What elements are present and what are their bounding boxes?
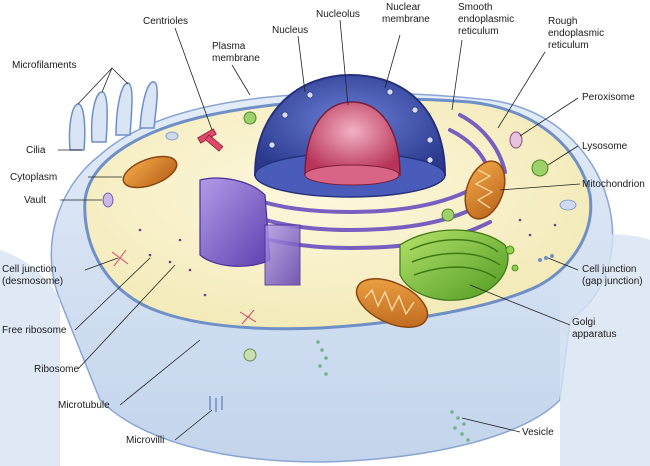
label-microtubule: Microtubule [58, 400, 110, 411]
mitochondrion-right [464, 160, 506, 220]
vesicle-cluster [316, 340, 470, 442]
centrioles-organelle [197, 128, 224, 152]
label-golgi-line1: Golgi [572, 317, 595, 328]
label-nucleus: Nucleus [272, 25, 308, 36]
label-microfilaments: Microfilaments [12, 60, 76, 71]
label-cilia: Cilia [26, 145, 46, 156]
nucleus [253, 73, 447, 198]
label-microvilli: Microvilli [126, 435, 164, 446]
label-lysosome: Lysosome [582, 141, 628, 152]
label-rough-er-line2: endoplasmic [548, 28, 604, 39]
label-cytoplasm: Cytoplasm [10, 172, 57, 183]
peroxisome-organelle [509, 131, 523, 149]
label-smooth-er-line1: Smooth [458, 2, 492, 13]
label-smooth-er-line2: endoplasmic [458, 14, 514, 25]
desmosome-junction [111, 249, 257, 325]
er-cutaway-block [199, 177, 301, 286]
label-rough-er-line3: reticulum [548, 40, 589, 51]
label-cell-junction-desmosome-line2: (desmosome) [2, 276, 63, 287]
vault-structures [102, 131, 577, 211]
free-ribosomes [138, 218, 557, 297]
lysosomes [243, 111, 549, 362]
label-ribosome: Ribosome [34, 364, 79, 375]
label-nucleolus: Nucleolus [316, 9, 360, 20]
label-plasma-membrane-line1: Plasma [212, 41, 246, 52]
label-free-ribosome: Free ribosome [2, 325, 67, 336]
mitochondrion-left [122, 155, 178, 189]
label-nuclear-membrane-line1: Nuclear [386, 2, 421, 13]
label-golgi-line2: apparatus [572, 329, 616, 340]
label-nuclear-membrane-line2: membrane [382, 14, 430, 25]
label-rough-er-line1: Rough [548, 16, 577, 27]
label-cell-junction-gap-line2: (gap junction) [582, 276, 643, 287]
label-centrioles: Centrioles [143, 16, 188, 27]
golgi-apparatus [399, 229, 519, 301]
label-cell-junction-gap-line1: Cell junction [582, 264, 636, 275]
label-smooth-er-line3: reticulum [458, 26, 499, 37]
label-peroxisome: Peroxisome [582, 92, 635, 103]
label-mitochondrion: Mitochondrion [582, 179, 645, 190]
microvilli-bottom [209, 396, 223, 412]
label-plasma-membrane-line2: membrane [212, 53, 260, 64]
label-vault: Vault [24, 195, 46, 206]
diagram-labels: Microfilaments Centrioles Plasma membran… [2, 2, 645, 446]
label-cell-junction-desmosome-line1: Cell junction [2, 264, 56, 275]
nucleolus [304, 101, 401, 176]
label-vesicle: Vesicle [522, 427, 554, 438]
label-leader-lines [58, 19, 581, 441]
mitochondrion-large [355, 278, 429, 328]
gap-junction [538, 254, 554, 262]
